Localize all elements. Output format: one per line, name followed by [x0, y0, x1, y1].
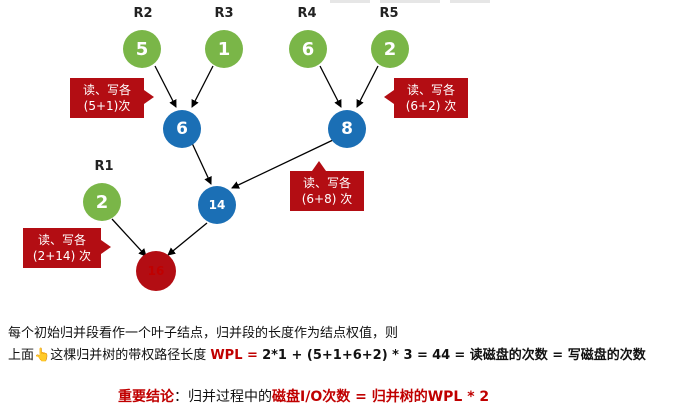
edge-merge-b-to-merge-c — [231, 139, 334, 189]
top-bar-segment — [380, 0, 440, 3]
conclusion-equals: = — [350, 389, 372, 405]
callout-line: 读、写各 — [82, 83, 131, 97]
conclusion-io-term: 磁盘I/O次数 — [272, 389, 351, 405]
run-label-r4: R4 — [297, 6, 317, 21]
conclusion-line: 重要结论：归并过程中的磁盘I/O次数 = 归并树的WPL * 2 — [118, 386, 489, 406]
run-label-r2: R2 — [133, 6, 153, 21]
merge-node-a: 6 — [163, 110, 201, 148]
run-label-r5: R5 — [379, 6, 399, 21]
text-prefix: 上面 — [8, 348, 35, 363]
wpl-label: WPL = — [210, 348, 258, 363]
top-bar-segment — [330, 0, 370, 3]
leaf-node-r3: 1 — [205, 30, 243, 68]
leaf-node-r5: 2 — [371, 30, 409, 68]
run-label-r3: R3 — [214, 6, 234, 21]
leaf-node-r4: 6 — [289, 30, 327, 68]
edge-r4-to-merge-b — [319, 65, 342, 108]
run-label-r1: R1 — [94, 159, 114, 174]
merge-node-b: 8 — [328, 110, 366, 148]
callout-right-top: 读、写各 (6+2) 次 — [384, 78, 468, 118]
top-bar-segment — [450, 0, 490, 3]
callout-mid: 读、写各 (6+8) 次 — [290, 161, 364, 211]
callout-line: (6+8) 次 — [301, 192, 353, 206]
edge-r3-to-merge-a — [191, 65, 214, 108]
conclusion-title: 重要结论 — [118, 389, 174, 405]
conclusion-prefix: 归并过程中的 — [188, 389, 272, 405]
callout-line: 读、写各 — [302, 176, 351, 190]
wpl-expression: 2*1 + (5+1+6+2) * 3 = — [262, 348, 428, 363]
explanation-line-1: 每个初始归并段看作一个叶子结点，归并段的长度作为结点权值，则 — [8, 326, 399, 341]
explanation-line-2: 上面👆这棵归并树的带权路径长度 WPL = 2*1 + (5+1+6+2) * … — [8, 344, 646, 363]
text-middle: 这棵归并树的带权路径长度 — [50, 348, 211, 363]
merge-node-c: 14 — [198, 186, 236, 224]
conclusion-colon: ： — [174, 389, 188, 405]
wpl-value: 44 — [432, 348, 451, 363]
edge-r2-to-merge-a — [154, 65, 177, 108]
edge-merge-c-to-root — [167, 222, 208, 256]
callout-line: (2+14) 次 — [32, 249, 92, 263]
callout-line: 读、写各 — [37, 233, 86, 247]
leaf-node-r1: 2 — [83, 183, 121, 221]
edge-r5-to-merge-b — [356, 65, 379, 108]
leaf-node-r2: 5 — [123, 30, 161, 68]
callout-bottom-left: 读、写各 (2+14) 次 — [23, 228, 111, 268]
callout-left-top: 读、写各 (5+1)次 — [70, 78, 154, 118]
edge-r1-to-root — [111, 218, 147, 257]
callout-line: (6+2) 次 — [405, 99, 457, 113]
callout-line: (5+1)次 — [83, 99, 131, 113]
root-node: 16 — [136, 251, 176, 291]
conclusion-wpl-term: 归并树的WPL * 2 — [371, 389, 490, 405]
edge-merge-a-to-merge-c — [191, 142, 212, 185]
pointing-hand-icon: 👆 — [34, 348, 51, 363]
callout-line: 读、写各 — [406, 83, 455, 97]
text-suffix: = 读磁盘的次数 = 写磁盘的次数 — [454, 348, 646, 363]
